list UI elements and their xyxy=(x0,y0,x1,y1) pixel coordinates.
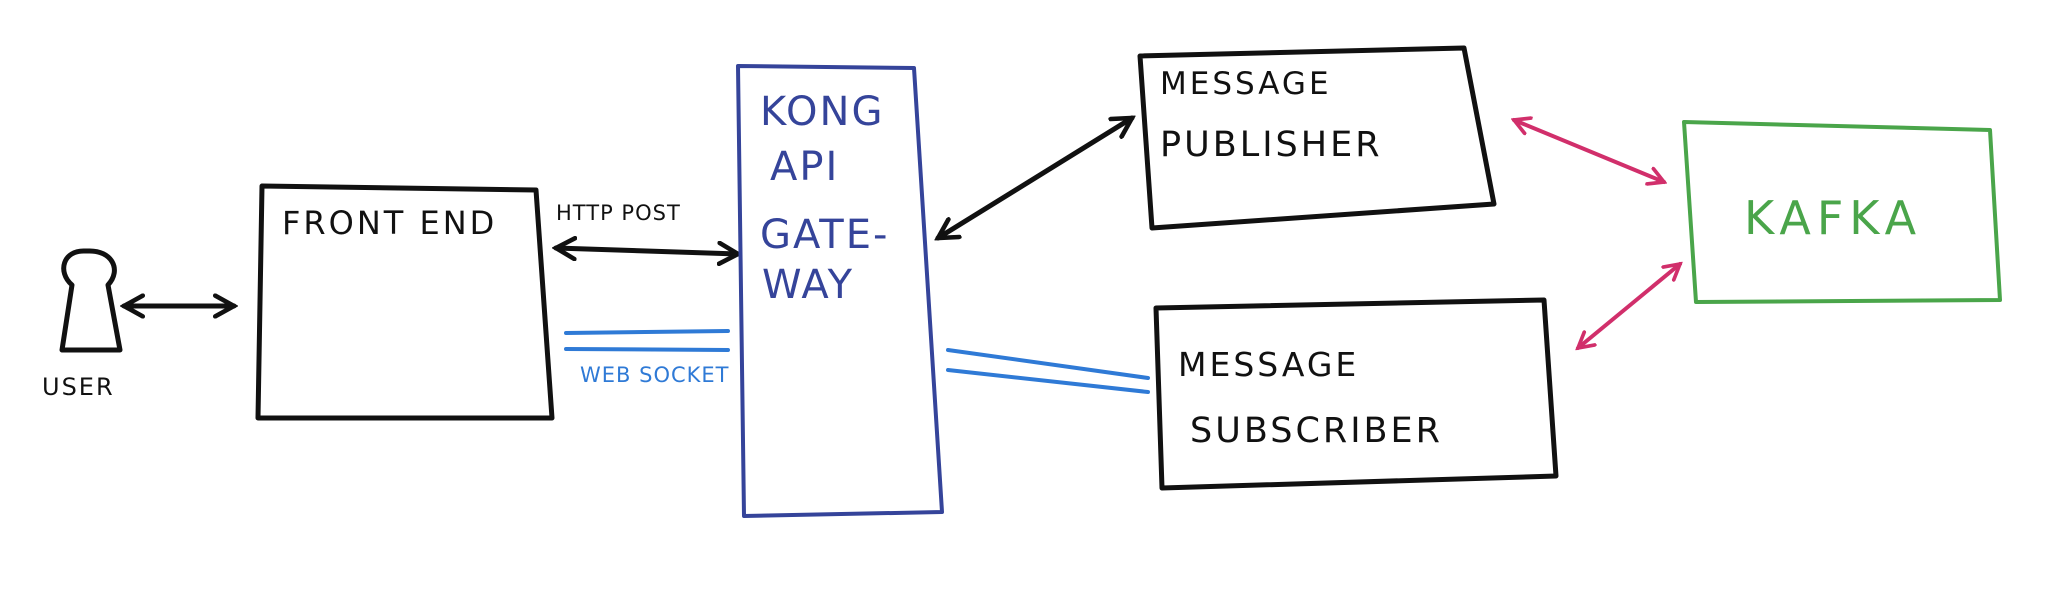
websocket-label: WEB SOCKET xyxy=(580,363,730,387)
publisher-line2: PUBLISHER xyxy=(1160,125,1383,165)
kafka-box xyxy=(1682,120,2002,304)
frontend-node: FRONT END xyxy=(255,183,555,421)
gateway-line4: WAY xyxy=(762,262,854,308)
gateway-node: KONG API GATE- WAY xyxy=(736,64,944,518)
subscriber-line1: MESSAGE xyxy=(1178,345,1359,384)
kafka-node: KAFKA xyxy=(1682,120,2002,304)
user-label: USER xyxy=(42,373,115,401)
subscriber-line2: SUBSCRIBER xyxy=(1190,411,1443,451)
gateway-box xyxy=(736,64,944,518)
gateway-line2: API xyxy=(770,144,839,190)
frontend-label: FRONT END xyxy=(282,204,497,242)
publisher-box xyxy=(1137,45,1497,231)
subscriber-kafka-arrow xyxy=(1578,264,1680,348)
http-post-arrow xyxy=(556,248,738,254)
user-icon xyxy=(59,248,123,353)
websocket-link-frontend xyxy=(564,329,730,352)
gateway-line1: KONG xyxy=(760,89,884,135)
http-post-label: HTTP POST xyxy=(556,201,681,225)
websocket-link-subscriber xyxy=(946,348,1150,394)
gateway-publisher-arrow xyxy=(938,115,1132,241)
frontend-box xyxy=(255,183,555,421)
subscriber-node: MESSAGE SUBSCRIBER xyxy=(1153,297,1559,491)
publisher-line1: MESSAGE xyxy=(1160,66,1332,102)
publisher-node: MESSAGE PUBLISHER xyxy=(1137,45,1497,231)
gateway-line3: GATE- xyxy=(760,212,889,258)
user-node: USER xyxy=(42,248,123,401)
publisher-kafka-arrow xyxy=(1514,120,1664,182)
subscriber-box xyxy=(1153,297,1559,491)
kafka-label: KAFKA xyxy=(1744,191,1922,245)
